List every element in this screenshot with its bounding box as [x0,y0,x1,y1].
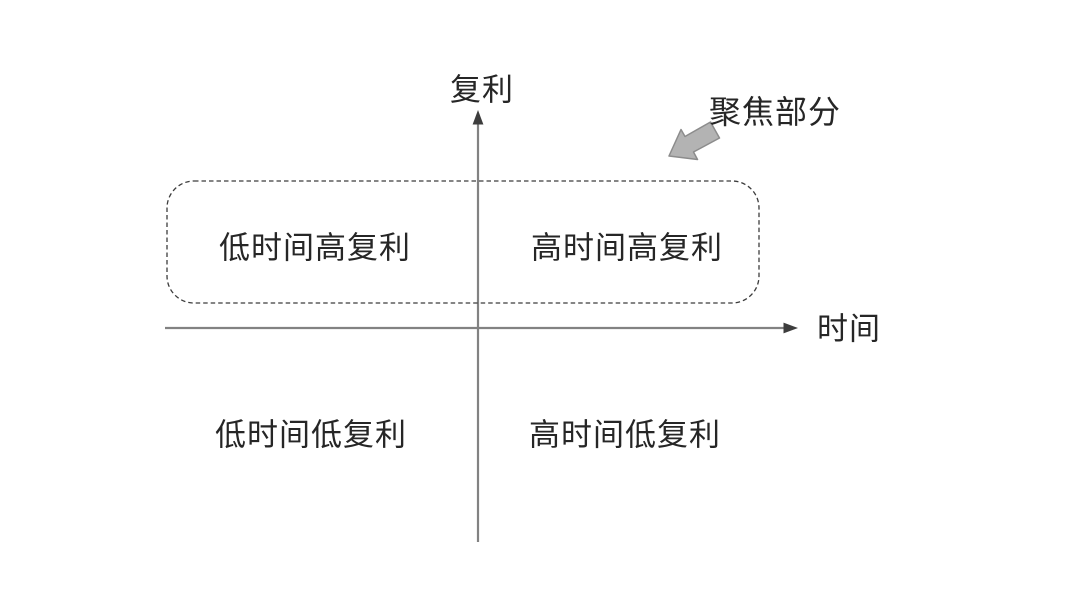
x-axis-label: 时间 [817,311,881,347]
quadrant-label-bottom-right: 高时间低复利 [529,417,721,453]
y-axis-arrowhead-icon [472,110,484,125]
quadrant-label-bottom-left: 低时间低复利 [215,417,407,453]
y-axis-label: 复利 [450,72,514,108]
quadrant-label-top-right: 高时间高复利 [531,230,723,266]
focus-annotation-label: 聚焦部分 [708,94,842,130]
x-axis-arrowhead-icon [783,322,798,334]
quadrant-label-top-left: 低时间高复利 [219,230,411,266]
focus-pointer-arrow-icon [668,121,721,161]
